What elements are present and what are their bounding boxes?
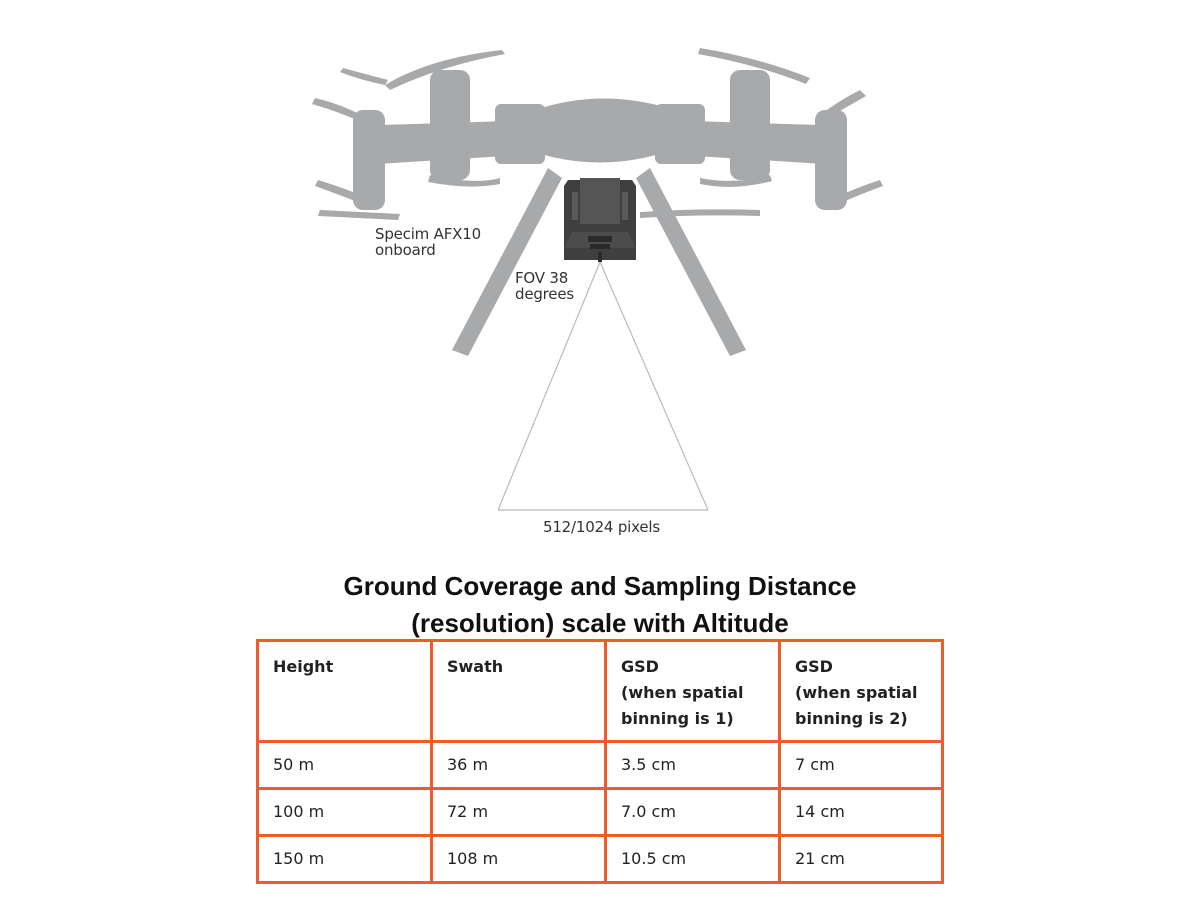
cell-gsd-1: 10.5 cm [604,834,781,884]
swath-pixels-label: 512/1024 pixels [543,518,660,536]
sensor-label-line2: onboard [375,241,436,259]
cell-gsd-1: 7.0 cm [604,787,781,837]
fov-label-line1: FOV 38 [515,269,569,287]
cell-swath: 36 m [430,740,607,790]
cell-gsd-1: 3.5 cm [604,740,781,790]
cell-height: 100 m [256,787,433,837]
cell-height: 50 m [256,740,433,790]
header-gsd-binning-1: GSD (when spatial binning is 1) [604,639,781,743]
header-gsd-binning-2: GSD (when spatial binning is 2) [778,639,944,743]
fov-cone [497,261,709,511]
cell-swath: 108 m [430,834,607,884]
fov-label-line2: degrees [515,285,574,303]
table-row: 50 m 36 m 3.5 cm 7 cm [256,740,944,790]
title-line1: Ground Coverage and Sampling Distance [343,571,857,601]
sensor-camera [564,178,636,262]
altitude-coverage-table: Height Swath GSD (when spatial binning i… [256,639,944,884]
table-row: 100 m 72 m 7.0 cm 14 cm [256,787,944,837]
cell-swath: 72 m [430,787,607,837]
sensor-label: Specim AFX10 onboard [375,226,481,258]
cell-gsd-2: 7 cm [778,740,944,790]
cell-height: 150 m [256,834,433,884]
table-header-row: Height Swath GSD (when spatial binning i… [256,639,944,743]
drone-illustration [312,48,883,511]
drone-silhouette [312,48,883,356]
cell-gsd-2: 21 cm [778,834,944,884]
table-row: 150 m 108 m 10.5 cm 21 cm [256,834,944,884]
header-height: Height [256,639,433,743]
cell-gsd-2: 14 cm [778,787,944,837]
table-title: Ground Coverage and Sampling Distance (r… [0,568,1200,642]
header-swath: Swath [430,639,607,743]
title-line2: (resolution) scale with Altitude [411,608,789,638]
sensor-label-line1: Specim AFX10 [375,225,481,243]
fov-label: FOV 38 degrees [515,270,574,302]
